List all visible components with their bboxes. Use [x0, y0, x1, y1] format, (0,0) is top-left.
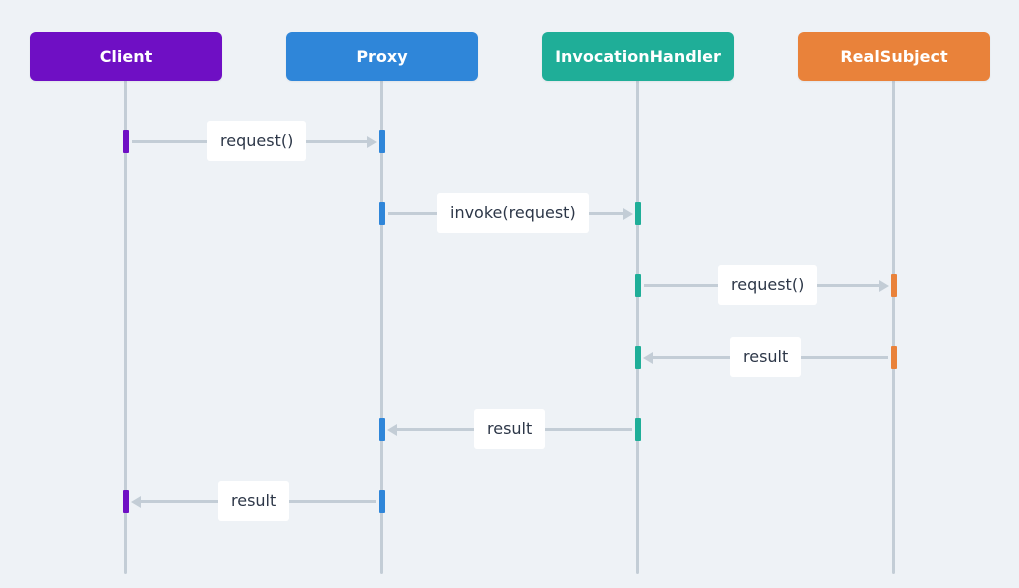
- message-4-label: result: [730, 337, 802, 377]
- lifeline-invocationhandler: [636, 80, 639, 574]
- message-2-label: invoke(request): [437, 193, 589, 233]
- message-6-label: result: [218, 481, 290, 521]
- message-5-arrowhead: [387, 423, 397, 436]
- lifeline-realsubject: [892, 80, 895, 574]
- message-2-arrowhead: [623, 207, 633, 220]
- message-5-label: result: [474, 409, 546, 449]
- message-6-arrowhead: [131, 495, 141, 508]
- activation-invocationhandler-3: [635, 346, 641, 369]
- activation-realsubject-2: [891, 346, 897, 369]
- activation-invocationhandler-1: [635, 202, 641, 225]
- message-1-arrowhead: [367, 135, 377, 148]
- activation-client-2: [123, 490, 129, 513]
- lifeline-proxy: [380, 80, 383, 574]
- participant-proxy: Proxy: [286, 32, 478, 81]
- activation-proxy-2: [379, 202, 385, 225]
- message-1-label: request(): [207, 121, 307, 161]
- activation-client-1: [123, 130, 129, 153]
- message-3-arrowhead: [879, 279, 889, 292]
- activation-proxy-1: [379, 130, 385, 153]
- activation-proxy-3: [379, 418, 385, 441]
- lifeline-client: [124, 80, 127, 574]
- participant-client: Client: [30, 32, 222, 81]
- activation-invocationhandler-4: [635, 418, 641, 441]
- activation-proxy-4: [379, 490, 385, 513]
- activation-invocationhandler-2: [635, 274, 641, 297]
- message-3-label: request(): [718, 265, 818, 305]
- activation-realsubject-1: [891, 274, 897, 297]
- participant-invocationhandler: InvocationHandler: [542, 32, 734, 81]
- message-4-arrowhead: [643, 351, 653, 364]
- participant-realsubject: RealSubject: [798, 32, 990, 81]
